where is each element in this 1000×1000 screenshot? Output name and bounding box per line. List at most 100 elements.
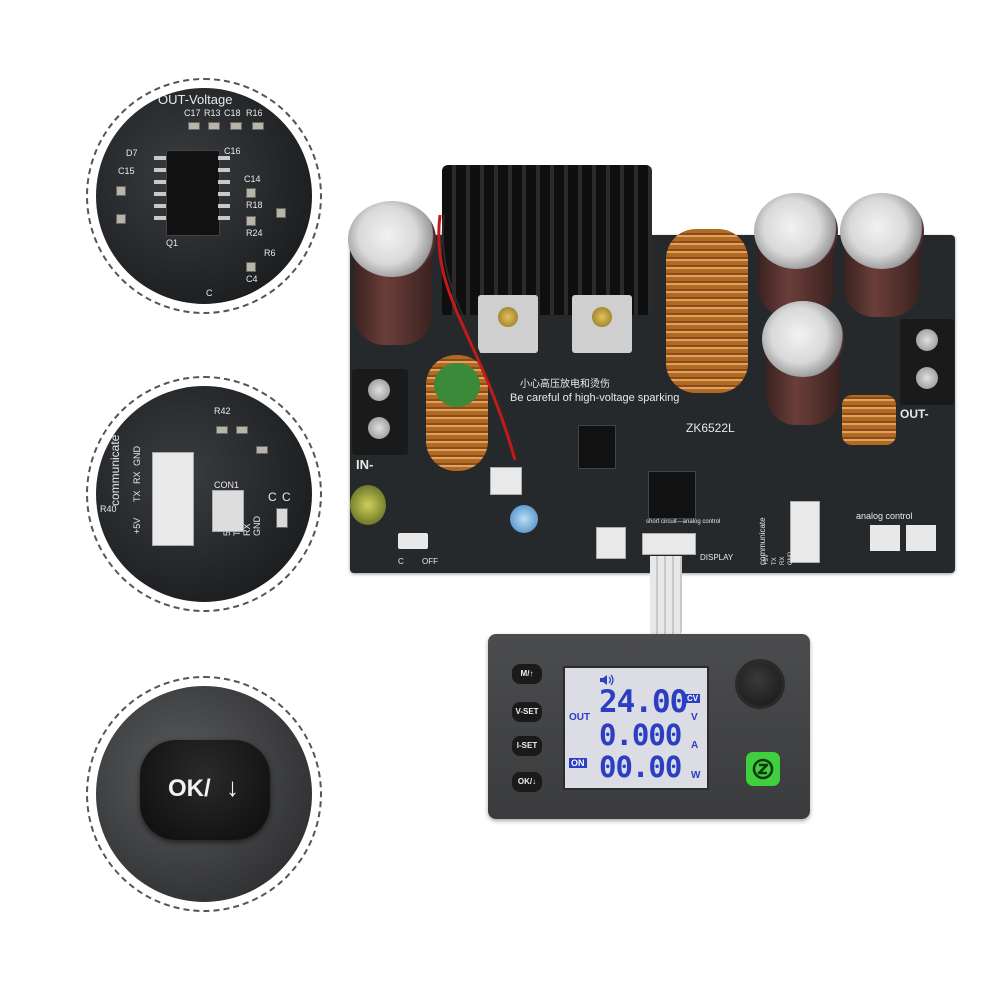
- cv-badge: CV: [685, 694, 701, 703]
- jumper-block: [870, 525, 900, 551]
- smd-led: [276, 508, 288, 528]
- inductor-small: [842, 395, 896, 445]
- zoom-connector-closeup: communicate +5V TX RX GND CON1 5V TX RX …: [96, 386, 312, 602]
- pin-label: TX: [772, 557, 778, 565]
- chip-pin: [154, 180, 166, 184]
- chip-pin: [218, 192, 230, 196]
- silk-label: GND: [132, 446, 142, 466]
- silk-label: RX: [132, 471, 142, 484]
- heatsink: [442, 165, 652, 315]
- screw-icon: [592, 307, 612, 327]
- jumper-block: [906, 525, 936, 551]
- mcu-chip: [648, 471, 696, 519]
- chip-pin: [154, 204, 166, 208]
- silk-label: +5V: [132, 517, 142, 534]
- white-connector-large: [152, 452, 194, 546]
- smd-resistor: [116, 214, 126, 224]
- out-label: OUT-: [900, 407, 929, 421]
- smd-resistor: [236, 426, 248, 434]
- screw-icon: [916, 367, 938, 389]
- capacitor-left: [348, 201, 436, 277]
- silk-label: GND: [252, 516, 262, 536]
- power-button[interactable]: [746, 752, 780, 786]
- smd-resistor: [252, 122, 264, 130]
- i-set-button[interactable]: I-SET: [512, 736, 542, 756]
- menu-up-button[interactable]: M/↑: [512, 664, 542, 684]
- capacitor-right-2: [840, 193, 924, 269]
- unit-v: V: [691, 712, 698, 723]
- smd-resistor: [246, 188, 256, 198]
- warning-cn: 小心高压放电和烫伤: [520, 379, 610, 390]
- fan-connector[interactable]: [490, 467, 522, 495]
- power-icon: [752, 758, 774, 780]
- v-set-button[interactable]: V-SET: [512, 702, 542, 722]
- c-label: C: [398, 557, 404, 566]
- chip-pin: [154, 156, 166, 160]
- silk-label: C15: [118, 166, 135, 176]
- zoom-heading: OUT-Voltage: [158, 92, 233, 107]
- unit-w: W: [691, 770, 701, 781]
- input-terminal[interactable]: [352, 369, 408, 455]
- red-wire: [437, 215, 520, 461]
- silk-label: C18: [224, 108, 241, 118]
- silk-label: C: [268, 490, 277, 504]
- silk-label: TX: [132, 490, 142, 502]
- chip-pin: [218, 180, 230, 184]
- pcb-board: 小心高压放电和烫伤 Be careful of high-voltage spa…: [348, 165, 955, 573]
- out-label: OUT: [569, 712, 591, 723]
- display-connector[interactable]: [642, 533, 696, 555]
- power-readout: 00.00: [599, 750, 682, 784]
- smd-resistor: [188, 122, 200, 130]
- smd-resistor: [246, 216, 256, 226]
- toroid-core-green: [434, 363, 480, 407]
- silk-label: R24: [246, 228, 263, 238]
- analog-label: analog control: [856, 511, 913, 521]
- smd-resistor: [208, 122, 220, 130]
- pin-label: GND: [788, 551, 794, 565]
- mosfet-left: [478, 295, 538, 353]
- smd-resistor: [116, 186, 126, 196]
- power-switch[interactable]: [398, 533, 428, 549]
- zoom-button-closeup: OK/ ↓: [96, 686, 312, 902]
- model-label: ZK6522L: [686, 421, 735, 435]
- screw-icon: [368, 379, 390, 401]
- chip-pin: [154, 168, 166, 172]
- display-label: DISPLAY: [700, 553, 734, 562]
- silk-communicate: communicate: [108, 434, 122, 506]
- zoom-circle-chip: OUT-Voltage C17 R13 C18 R16 C15 C14 C16 …: [86, 78, 322, 314]
- ribbon-cable: [650, 556, 682, 636]
- mosfet-right: [572, 295, 632, 353]
- silk-label: C17: [184, 108, 201, 118]
- warning-en: Be careful of high-voltage sparking: [510, 392, 680, 404]
- screw-icon: [916, 329, 938, 351]
- lcd-display: OUT 24.00 CV V 0.000 A ON 00.00 W: [563, 666, 709, 790]
- capacitor-right-1: [754, 193, 838, 269]
- silk-label: R42: [214, 406, 231, 416]
- voltage-readout: 24.00: [599, 684, 688, 720]
- toroid-inductor-main: [666, 229, 748, 393]
- comm-connector[interactable]: [790, 501, 820, 563]
- silk-label: C4: [246, 274, 258, 284]
- cv-label: V: [916, 537, 923, 547]
- blue-capacitor: [510, 505, 538, 533]
- speaker-icon: [600, 674, 614, 686]
- output-terminal[interactable]: [900, 319, 954, 405]
- pin-label: +5V: [764, 554, 770, 565]
- ok-down-button[interactable]: OK/↓: [512, 772, 542, 792]
- silk-label: D7: [126, 148, 138, 158]
- smd-resistor: [276, 208, 286, 218]
- rotary-encoder-knob[interactable]: [738, 662, 782, 706]
- silk-label: CON1: [214, 480, 240, 490]
- silk-label: R18: [246, 200, 263, 210]
- silk-label: R13: [204, 108, 221, 118]
- control-panel: M/↑ V-SET I-SET OK/↓ OUT 24.00 CV V 0.00…: [488, 634, 810, 819]
- ic-chip: [578, 425, 616, 469]
- cv-label: C: [906, 537, 913, 547]
- ok-down-button[interactable]: OK/ ↓: [140, 740, 270, 840]
- in-label: IN-: [356, 457, 374, 472]
- pin-label: RX: [780, 556, 786, 565]
- extra-connector[interactable]: [596, 527, 626, 559]
- capacitor-right-3: [762, 301, 844, 377]
- smd-resistor: [246, 262, 256, 272]
- electrolytic-cap-small: [350, 485, 386, 525]
